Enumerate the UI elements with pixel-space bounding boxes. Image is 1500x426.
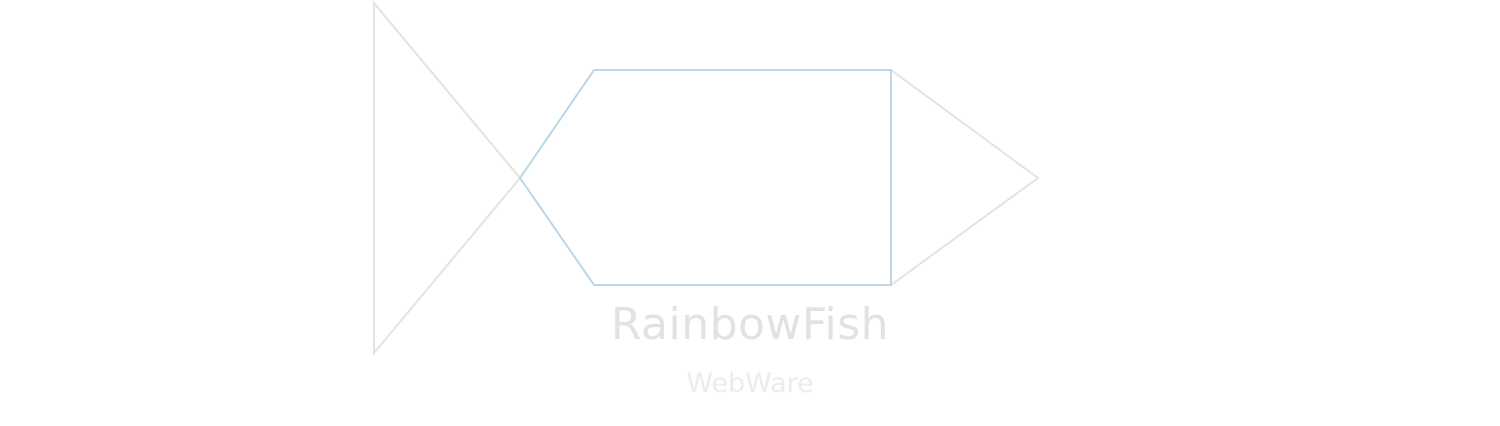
fish-body-shape: [518, 69, 892, 286]
brand-name: RainbowFish: [610, 299, 890, 350]
brand-subtitle: WebWare: [686, 368, 814, 399]
fish-tail-shape: [373, 0, 522, 356]
fish-head-shape: [890, 68, 1040, 287]
